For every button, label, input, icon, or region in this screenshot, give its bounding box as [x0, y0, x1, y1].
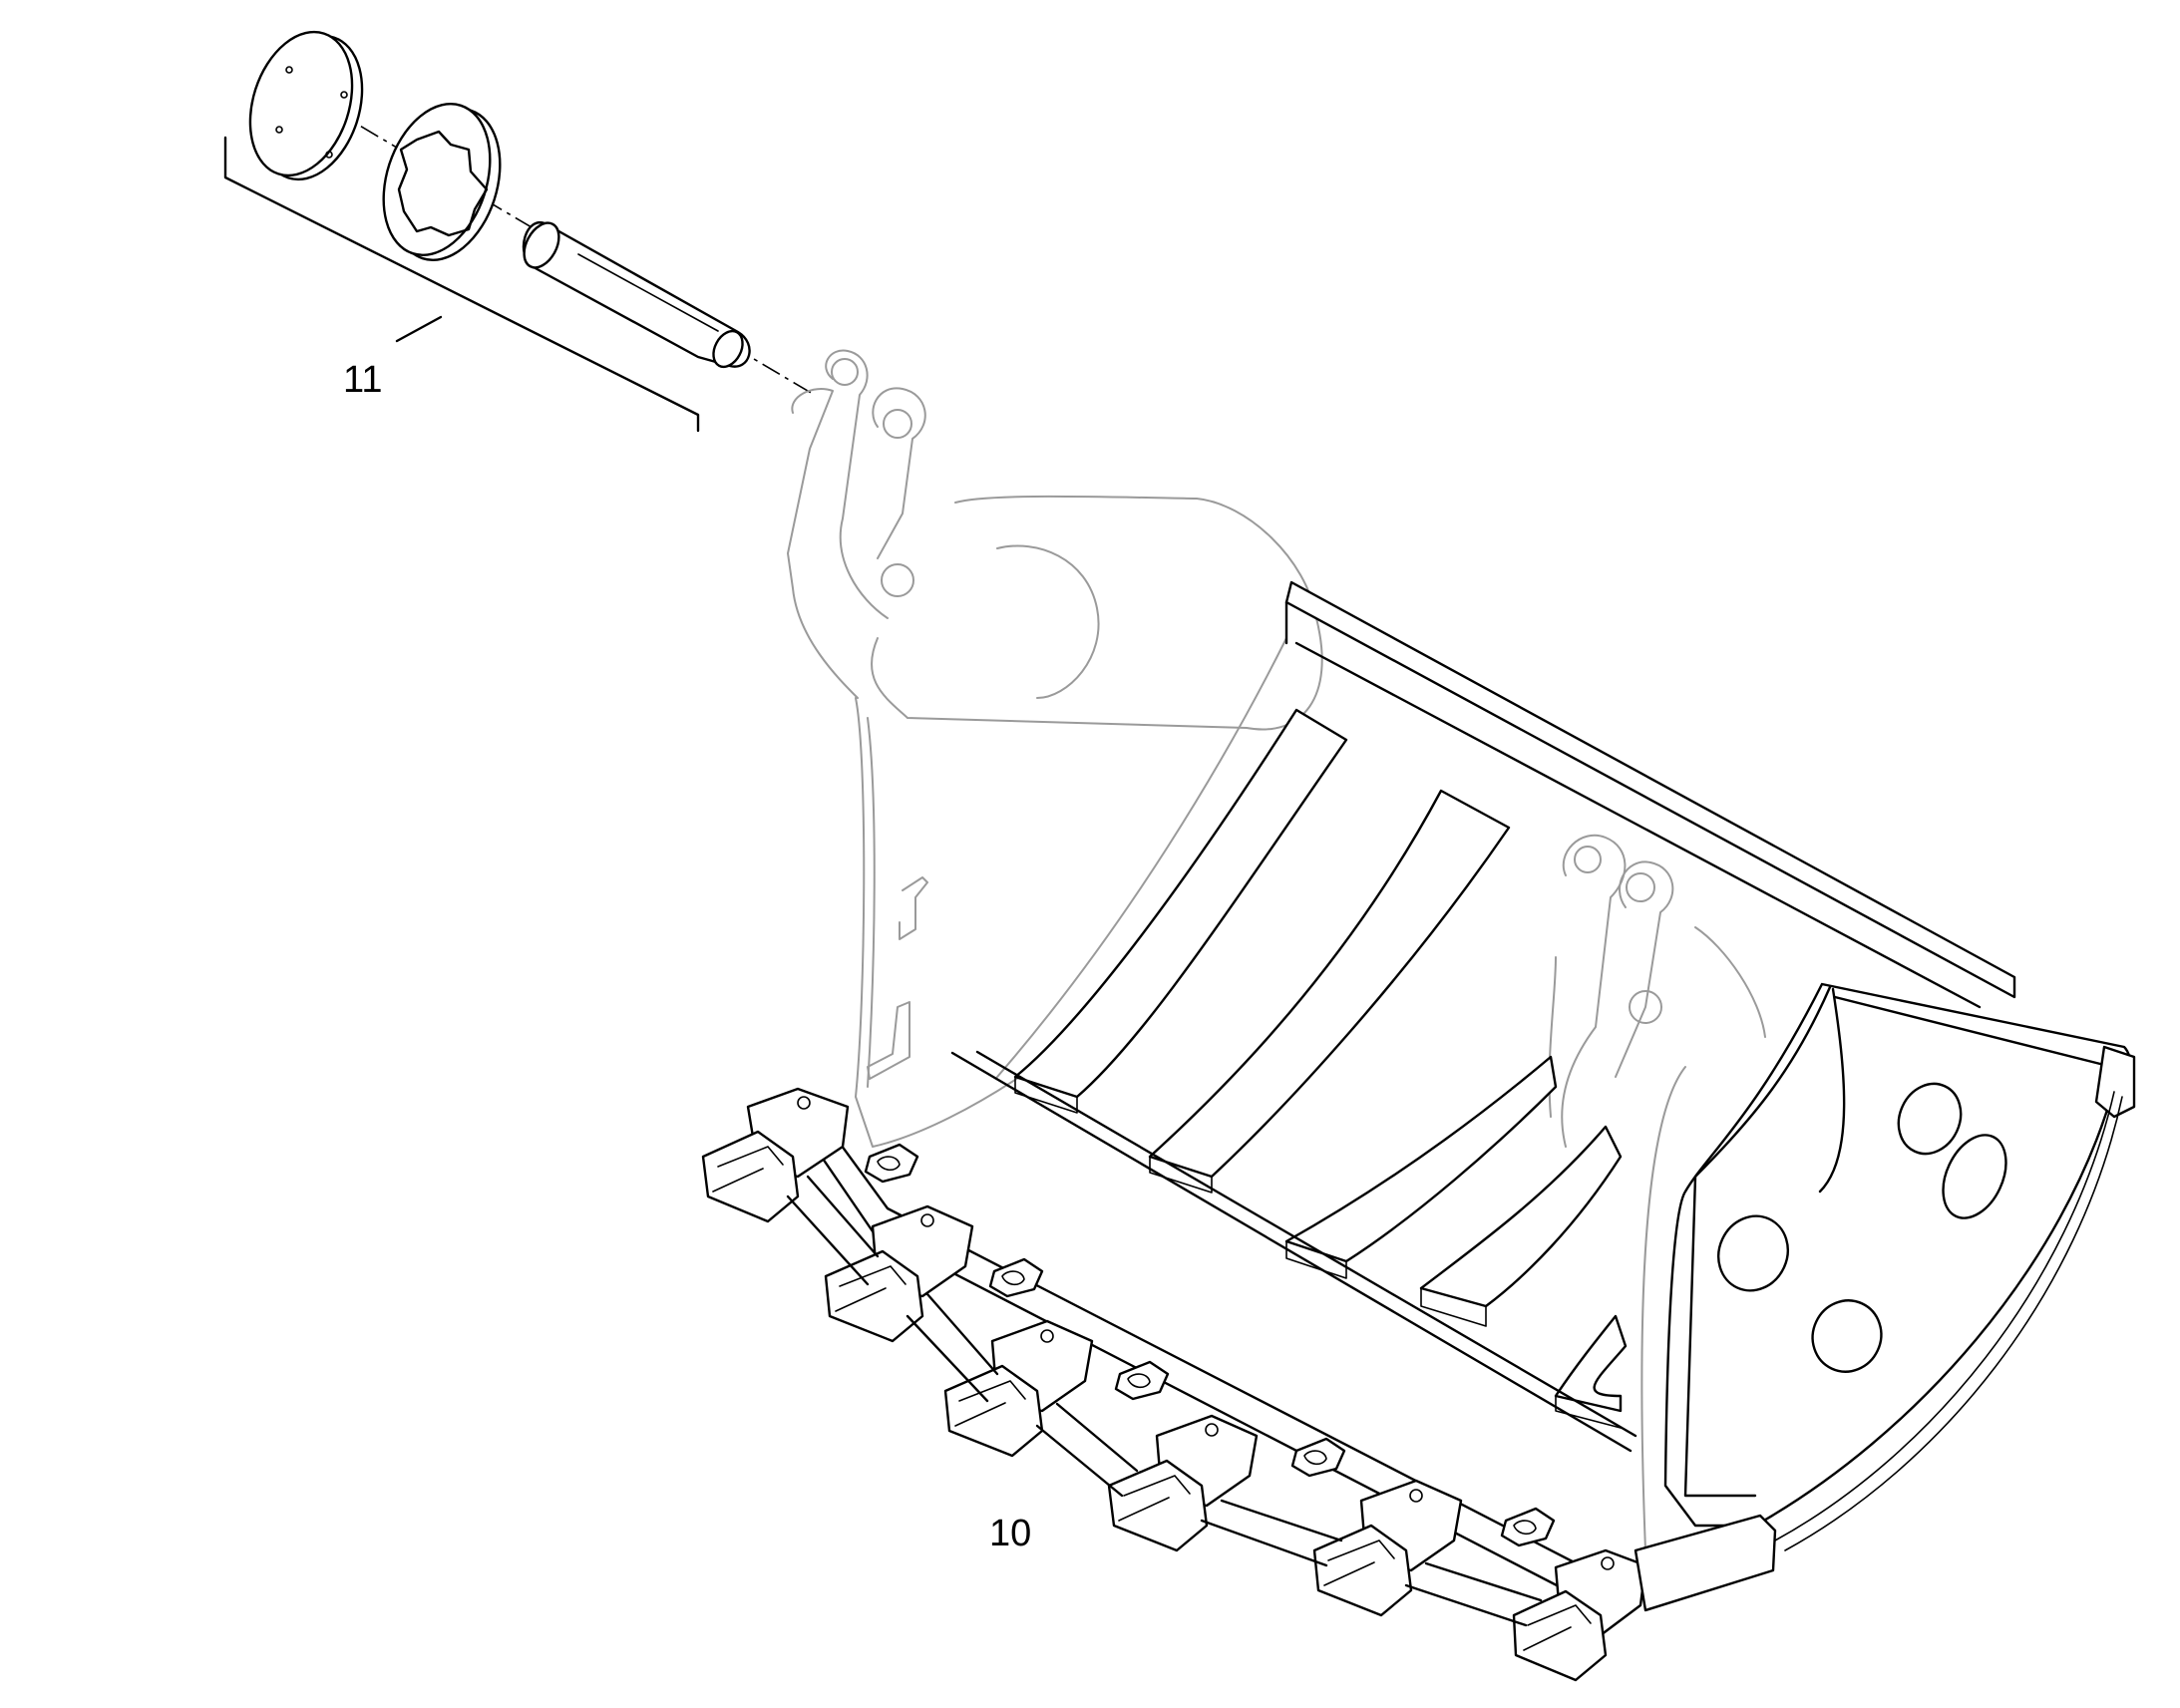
side-hole-2 — [1942, 1134, 2007, 1219]
callout-11: 11 — [343, 359, 382, 401]
bucket-left-side — [855, 697, 1038, 1148]
tooth-2 — [824, 1204, 974, 1343]
left-mount-bracket — [787, 349, 1323, 731]
corner-lug — [2094, 1045, 2136, 1119]
bucket-assembly: 10 — [701, 349, 2136, 1682]
splined-washer — [382, 103, 502, 261]
tooth-4 — [1107, 1414, 1259, 1552]
pin-kit-assembly: 11 — [223, 30, 814, 433]
bucket-floor — [950, 1050, 1637, 1453]
tooth-5 — [1312, 1479, 1463, 1617]
tooth-1 — [701, 1087, 850, 1223]
right-side-edge — [1640, 1066, 1691, 1551]
bucket-side-wall-inner — [867, 717, 876, 1088]
pin-kit-bracket — [223, 136, 700, 433]
callout-10: 10 — [989, 1513, 1031, 1554]
segment-5 — [1500, 1507, 1556, 1547]
wear-strips — [1013, 708, 1628, 1429]
adapter-links — [786, 1175, 1543, 1627]
tooth-6 — [1512, 1514, 1777, 1682]
side-symbol-lower — [867, 1001, 910, 1080]
side-hole-3 — [1717, 1214, 1789, 1292]
top-rear-plate — [1284, 580, 2016, 1009]
side-hole-4 — [1811, 1299, 1883, 1373]
right-mount-bracket — [1548, 835, 1766, 1148]
side-hole-1 — [1897, 1082, 1963, 1156]
tooth-3 — [943, 1319, 1094, 1458]
teeth-row — [701, 1087, 1777, 1682]
cover-plate — [248, 30, 364, 181]
segment-4 — [1290, 1437, 1346, 1478]
pin-kit-leader — [395, 315, 443, 343]
wear-strip-5 — [1554, 1314, 1628, 1413]
bucket-back-curve — [996, 637, 1287, 1078]
segment-2 — [988, 1257, 1044, 1298]
side-symbol-upper — [899, 876, 928, 940]
segment-3 — [1114, 1360, 1170, 1401]
segment-1 — [864, 1143, 919, 1184]
right-side-plate — [1663, 982, 2136, 1551]
wear-strip-4 — [1419, 1125, 1623, 1308]
pin — [522, 220, 751, 369]
edge-segments — [864, 1143, 1556, 1547]
